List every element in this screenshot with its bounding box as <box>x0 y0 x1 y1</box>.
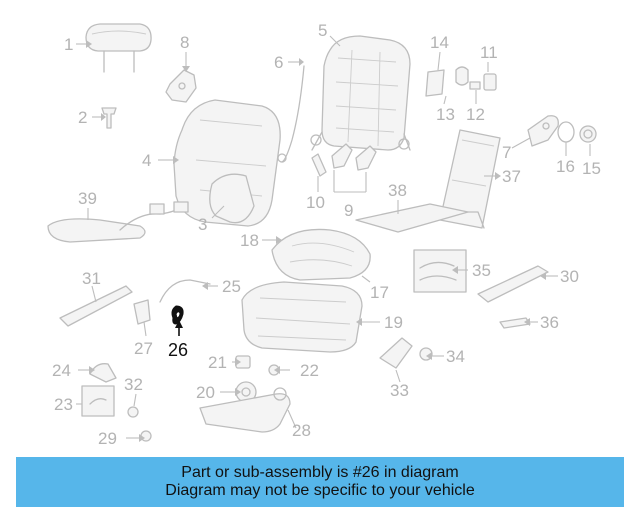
part-headrest <box>85 23 152 73</box>
callout-10: 10 <box>306 193 325 212</box>
part-cable-6 <box>277 65 305 163</box>
callout-16: 16 <box>556 157 575 176</box>
callout-34: 34 <box>446 347 465 366</box>
callout-17: 17 <box>370 283 389 302</box>
callout-20: 20 <box>196 383 215 402</box>
callout-35: 35 <box>472 261 491 280</box>
callout-4: 4 <box>142 151 151 170</box>
callout-32: 32 <box>124 375 143 394</box>
callout-33: 33 <box>390 381 409 400</box>
part-connector-11 <box>483 73 497 91</box>
callout-6: 6 <box>274 53 283 72</box>
callout-25: 25 <box>222 277 241 296</box>
part-seatback-cushion <box>173 99 281 227</box>
part-knob-15 <box>579 125 597 143</box>
part-side-shield <box>199 387 291 433</box>
part-clip-26 <box>171 305 184 325</box>
callout-36: 36 <box>540 313 559 332</box>
part-seat-cushion <box>271 228 371 281</box>
callout-26: 26 <box>168 340 188 360</box>
callout-18: 18 <box>240 231 259 250</box>
part-kit-35 <box>413 249 467 293</box>
callout-23: 23 <box>54 395 73 414</box>
leader-lines <box>76 35 591 439</box>
callout-8: 8 <box>180 33 189 52</box>
callout-numbers: 1 2 3 4 5 6 8 10 9 11 13 12 14 7 16 15 3… <box>52 21 601 448</box>
callout-21: 21 <box>208 353 227 372</box>
callout-24: 24 <box>52 361 71 380</box>
part-32 <box>127 406 139 418</box>
callout-22: 22 <box>300 361 319 380</box>
callout-30: 30 <box>560 267 579 286</box>
callout-13: 13 <box>436 105 455 124</box>
part-bracket-8 <box>165 69 197 103</box>
part-recliner-33 <box>379 337 413 369</box>
callout-31: 31 <box>82 269 101 288</box>
callout-7: 7 <box>502 143 511 162</box>
part-side-trim-31 <box>59 285 133 327</box>
callout-14: 14 <box>430 33 449 52</box>
callout-39: 39 <box>78 189 97 208</box>
part-back-panel <box>439 129 501 229</box>
part-rail-cover-30 <box>477 265 549 303</box>
callout-5: 5 <box>318 21 327 40</box>
callout-3: 3 <box>198 215 207 234</box>
part-recliner-cover <box>527 115 559 147</box>
callout-11: 11 <box>480 43 498 62</box>
part-guide-sleeve <box>101 107 117 129</box>
callout-28: 28 <box>292 421 311 440</box>
callout-27: 27 <box>134 339 153 358</box>
part-clips-9 <box>331 143 377 171</box>
callout-19: 19 <box>384 313 403 332</box>
callout-37: 37 <box>502 167 521 186</box>
callout-12: 12 <box>466 105 485 124</box>
info-banner: Part or sub-assembly is #26 in diagram D… <box>16 457 624 507</box>
part-pin-10 <box>311 153 327 177</box>
callout-9: 9 <box>344 201 353 220</box>
part-heater-mat <box>355 203 485 233</box>
part-connector-12 <box>469 81 481 90</box>
banner-line-1: Part or sub-assembly is #26 in diagram <box>181 464 459 481</box>
part-bracket-24 <box>89 363 117 383</box>
part-knob-13 <box>455 66 469 86</box>
parts-diagram: 1 2 3 4 5 6 8 10 9 11 13 12 14 7 16 15 3… <box>47 21 601 448</box>
leader-arrowheads <box>86 40 546 442</box>
part-lumbar-39 <box>47 201 189 243</box>
callout-29: 29 <box>98 429 117 448</box>
banner-line-2: Diagram may not be specific to your vehi… <box>165 482 475 499</box>
callout-15: 15 <box>582 159 601 178</box>
leader-26 <box>175 320 183 336</box>
part-bracket-27 <box>133 299 151 325</box>
callout-1: 1 <box>64 35 73 54</box>
part-seatback-frame <box>310 35 411 151</box>
callout-2: 2 <box>78 108 87 127</box>
callout-38: 38 <box>388 181 407 200</box>
part-switch-14 <box>425 69 445 97</box>
part-kit-23 <box>81 385 115 417</box>
part-seat-frame <box>241 281 363 353</box>
part-ring-16 <box>557 121 575 143</box>
part-cable-25 <box>159 279 211 303</box>
